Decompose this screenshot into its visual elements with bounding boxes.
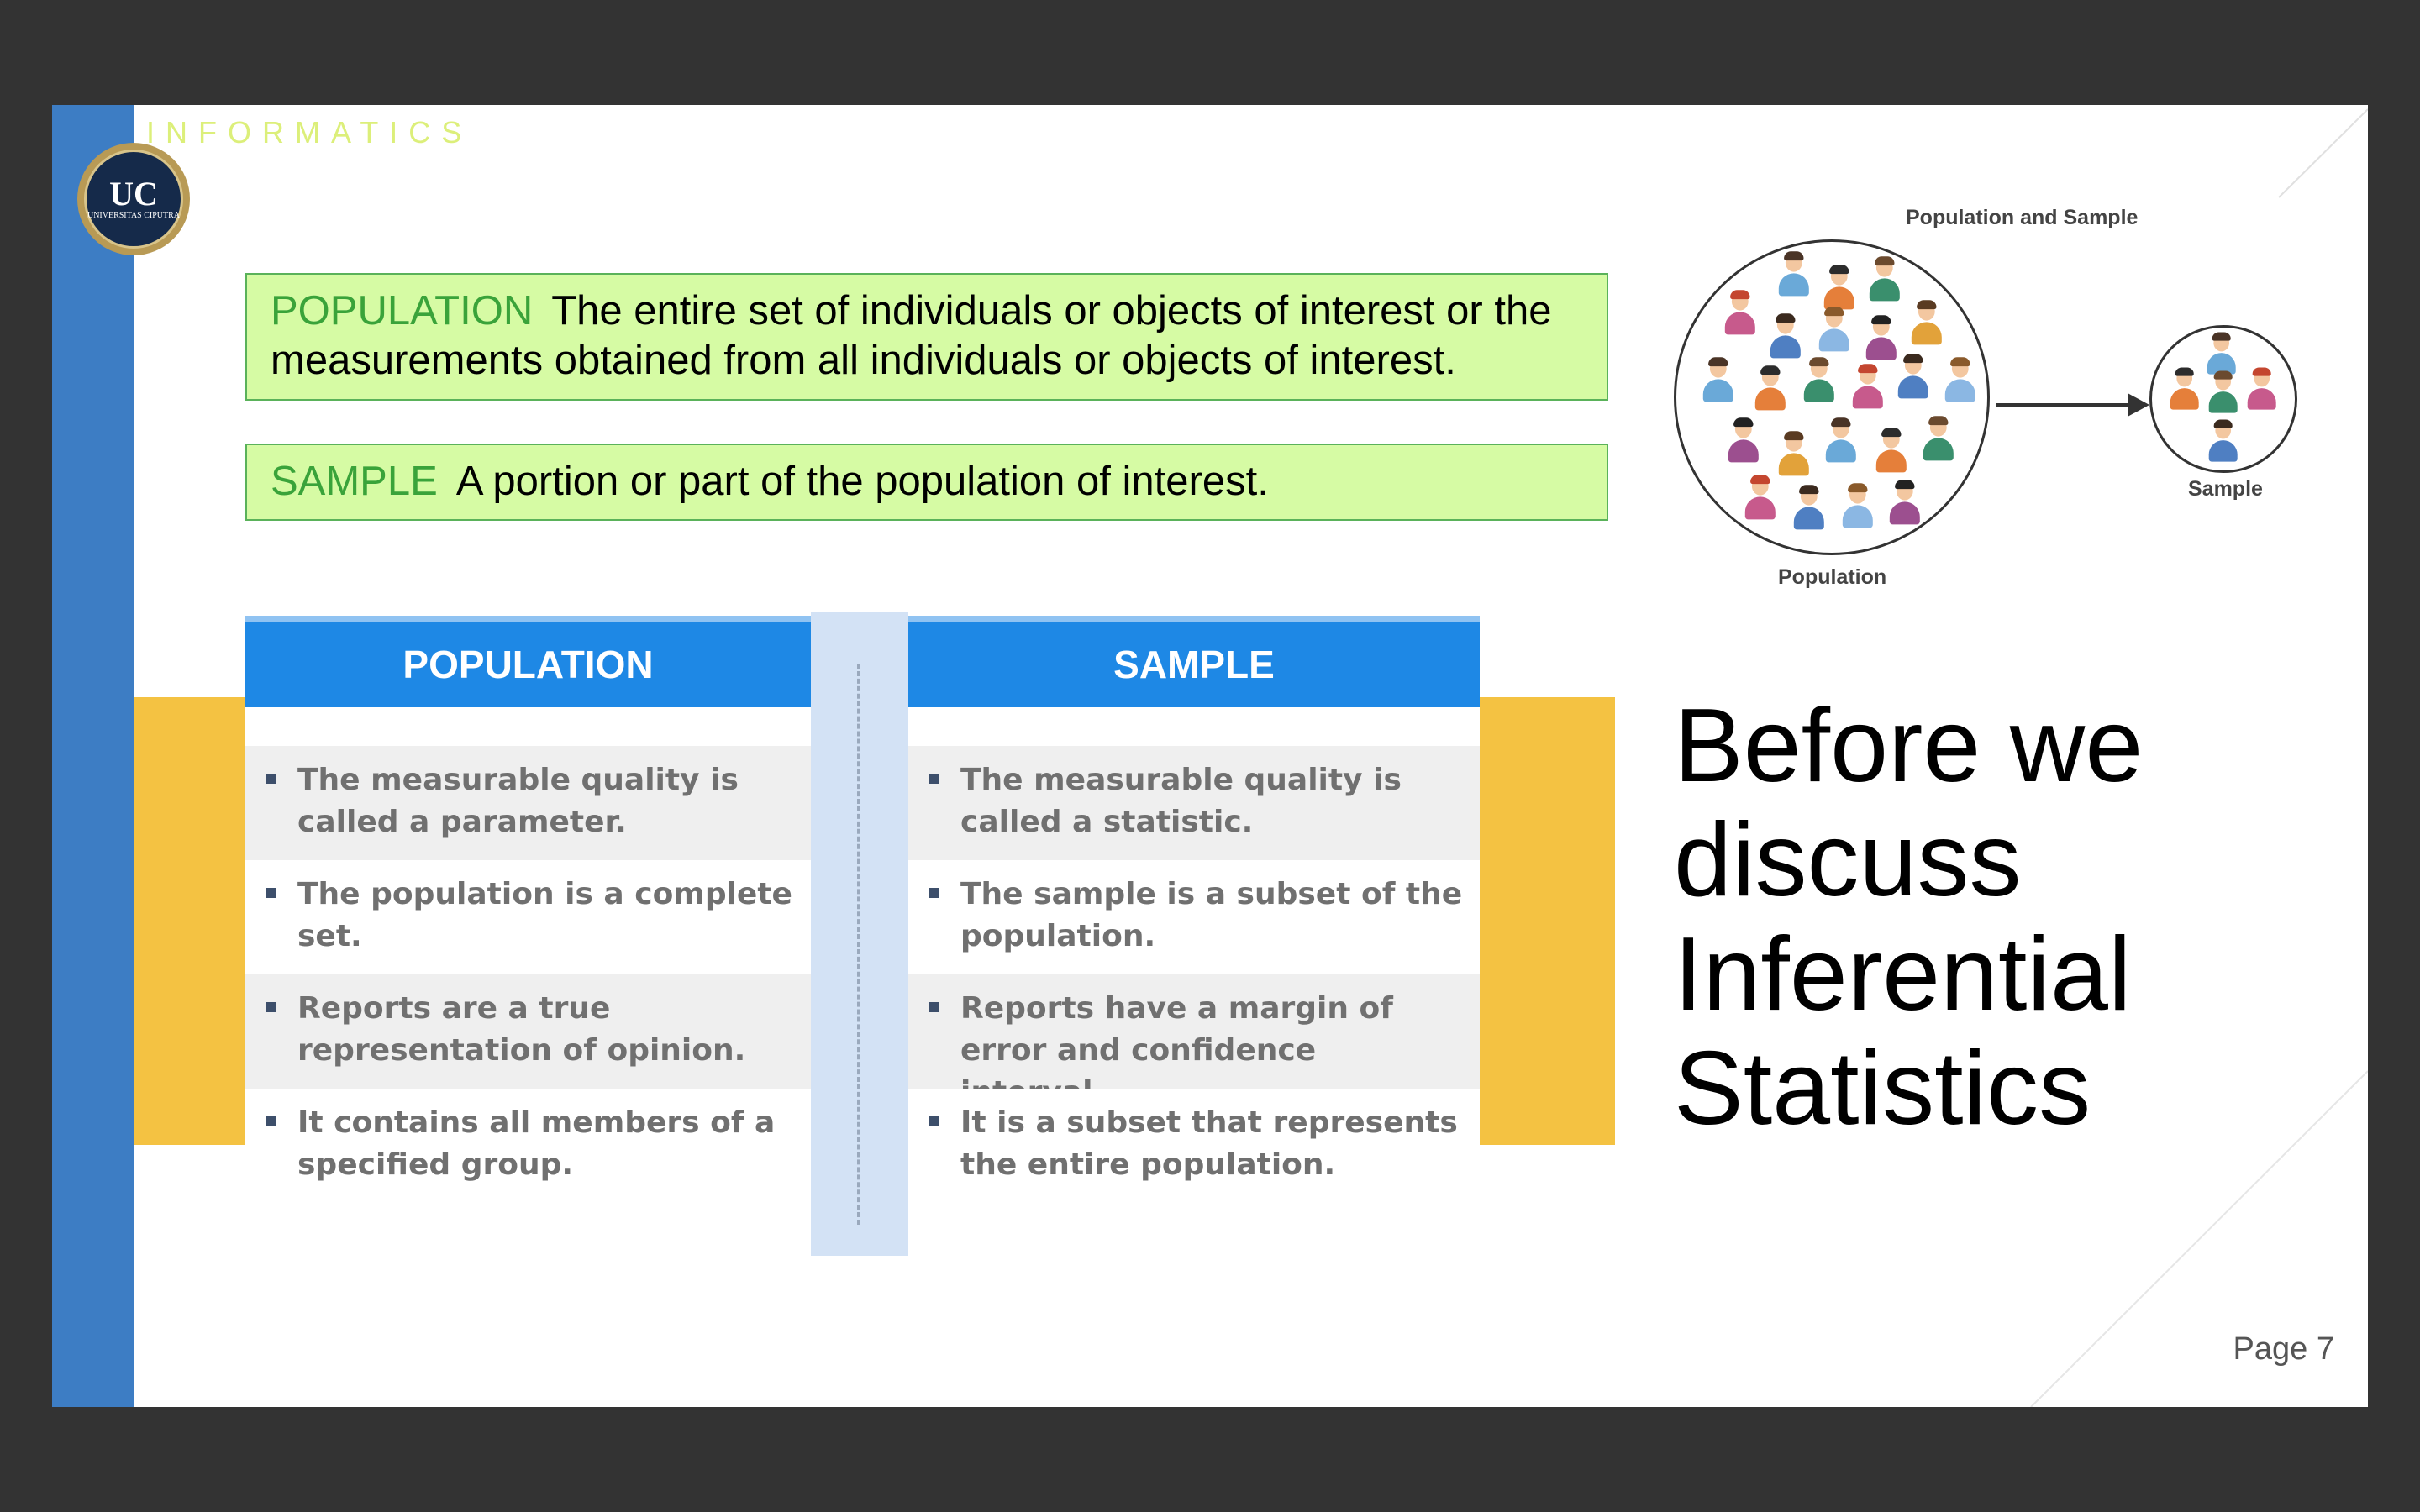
row-text: Reports are a true representation of opi… xyxy=(297,991,746,1068)
slide: INFORMATICS UC UNIVERSITAS CIPUTRA POPUL… xyxy=(52,105,2368,1407)
person-icon xyxy=(1851,364,1885,410)
population-label: Population xyxy=(1778,565,1887,589)
decorative-diagonal-lines xyxy=(2030,108,2368,1407)
person-icon xyxy=(1777,251,1811,297)
row-text: The population is a complete set. xyxy=(297,877,792,953)
population-circle xyxy=(1674,239,1990,555)
bullet-icon xyxy=(929,1002,939,1012)
sample-label: Sample xyxy=(2188,477,2263,501)
left-accent-bar xyxy=(52,105,134,1407)
person-icon xyxy=(1702,357,1735,403)
sample-column-header: SAMPLE xyxy=(908,616,1480,707)
logo-subtitle: UNIVERSITAS CIPUTRA xyxy=(87,211,181,220)
person-icon xyxy=(1823,265,1856,311)
person-icon xyxy=(1792,485,1826,531)
row-text: The sample is a subset of the population… xyxy=(960,877,1463,953)
person-icon xyxy=(1777,431,1811,477)
bullet-icon xyxy=(929,1116,939,1126)
column-divider xyxy=(811,612,908,1256)
table-row: Reports are a true representation of opi… xyxy=(245,974,811,1089)
person-icon xyxy=(2206,332,2237,375)
person-icon xyxy=(1818,307,1851,353)
person-icon xyxy=(1723,290,1757,336)
person-icon xyxy=(1910,300,1944,346)
person-icon xyxy=(1944,357,1977,403)
sample-column: SAMPLE The measurable quality is called … xyxy=(908,616,1480,1203)
table-row: It contains all members of a specified g… xyxy=(245,1089,811,1203)
population-column-header: POPULATION xyxy=(245,616,811,707)
person-icon xyxy=(1888,480,1922,526)
person-icon xyxy=(1841,483,1875,529)
population-definition-text: The entire set of individuals or objects… xyxy=(271,288,1552,383)
person-icon xyxy=(1754,365,1787,412)
person-icon xyxy=(1865,315,1898,361)
person-icon xyxy=(1727,417,1760,464)
person-icon xyxy=(1802,357,1836,403)
row-text: It is a subset that represents the entir… xyxy=(960,1105,1458,1182)
heading-line: discuss xyxy=(1674,802,2022,918)
row-text: The measurable quality is called a param… xyxy=(297,763,739,839)
table-row: The sample is a subset of the population… xyxy=(908,860,1480,974)
heading-line: Inferential xyxy=(1674,916,2132,1032)
arrow-line xyxy=(1996,403,2131,407)
person-icon xyxy=(1769,313,1802,360)
bullet-icon xyxy=(929,774,939,784)
person-icon xyxy=(2207,419,2238,463)
logo-seal: UC UNIVERSITAS CIPUTRA xyxy=(84,150,183,249)
slide-heading: Before we discuss Inferential Statistics xyxy=(1674,689,2143,1146)
brand-text: INFORMATICS xyxy=(146,115,473,150)
sample-term: SAMPLE xyxy=(271,459,438,504)
row-text: The measurable quality is called a stati… xyxy=(960,763,1402,839)
person-icon xyxy=(2169,367,2200,411)
arrow-right-icon xyxy=(2128,393,2149,417)
population-column: POPULATION The measurable quality is cal… xyxy=(245,616,811,1203)
bullet-icon xyxy=(266,1002,276,1012)
bullet-icon xyxy=(266,774,276,784)
column-spacer xyxy=(908,707,1480,746)
person-icon xyxy=(1824,417,1858,464)
logo-initials: UC xyxy=(109,175,158,213)
person-icon xyxy=(1744,475,1777,521)
heading-line: Statistics xyxy=(1674,1031,2091,1147)
column-spacer xyxy=(245,707,811,746)
yellow-band-left xyxy=(134,697,248,1145)
table-row: It is a subset that represents the entir… xyxy=(908,1089,1480,1203)
bullet-icon xyxy=(266,888,276,898)
sample-definition: SAMPLE A portion or part of the populatio… xyxy=(245,444,1608,521)
bullet-icon xyxy=(266,1116,276,1126)
university-logo: UC UNIVERSITAS CIPUTRA xyxy=(77,143,190,255)
page-number: Page 7 xyxy=(2233,1331,2334,1367)
person-icon xyxy=(1922,416,1955,462)
illustration-title: Population and Sample xyxy=(1906,206,2139,229)
yellow-band-right xyxy=(1476,697,1615,1145)
table-row: The measurable quality is called a param… xyxy=(245,746,811,860)
bullet-icon xyxy=(929,888,939,898)
row-text: It contains all members of a specified g… xyxy=(297,1105,776,1182)
heading-line: Before we xyxy=(1674,688,2144,804)
sample-definition-text: A portion or part of the population of i… xyxy=(455,459,1269,504)
person-icon xyxy=(1868,256,1902,302)
table-row: The population is a complete set. xyxy=(245,860,811,974)
person-icon xyxy=(2246,367,2277,411)
person-icon xyxy=(2207,370,2238,414)
table-row: The measurable quality is called a stati… xyxy=(908,746,1480,860)
population-term: POPULATION xyxy=(271,288,534,333)
table-row: Reports have a margin of error and confi… xyxy=(908,974,1480,1110)
sample-circle xyxy=(2149,325,2297,473)
person-icon xyxy=(1897,354,1930,400)
dashed-divider-line xyxy=(857,664,860,1225)
person-icon xyxy=(1875,428,1908,474)
